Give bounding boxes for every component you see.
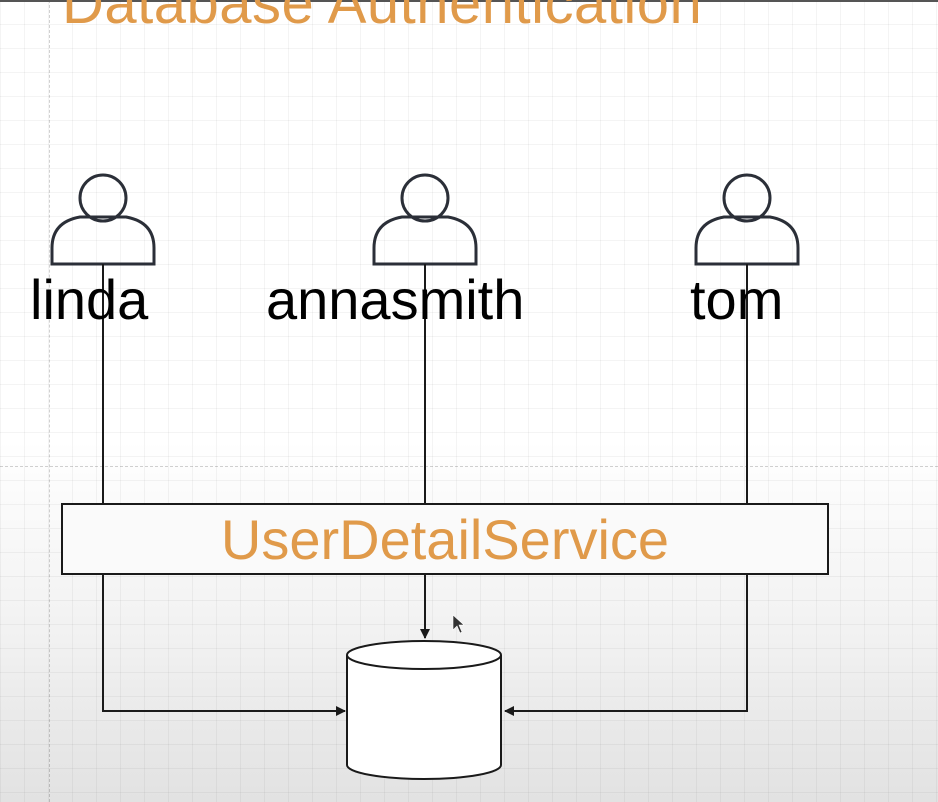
cursor-icon bbox=[452, 614, 465, 634]
top-border bbox=[0, 0, 938, 2]
arrow-linda-to-database bbox=[102, 574, 346, 716]
user-label-annasmith: annasmith bbox=[266, 268, 525, 331]
user-icon bbox=[372, 173, 478, 266]
user-icon bbox=[694, 173, 800, 266]
arrow-tom-to-database bbox=[504, 574, 748, 716]
service-label: UserDetailService bbox=[220, 507, 670, 571]
user-label-tom: tom bbox=[690, 268, 784, 331]
guide-line-horizontal bbox=[0, 466, 938, 467]
user-icon bbox=[50, 173, 156, 266]
service-box bbox=[61, 503, 829, 575]
guide-line-vertical bbox=[49, 0, 50, 802]
database-icon bbox=[346, 640, 502, 780]
diagram-title: Database Authentication bbox=[62, 0, 703, 36]
user-label-linda: linda bbox=[30, 268, 149, 331]
